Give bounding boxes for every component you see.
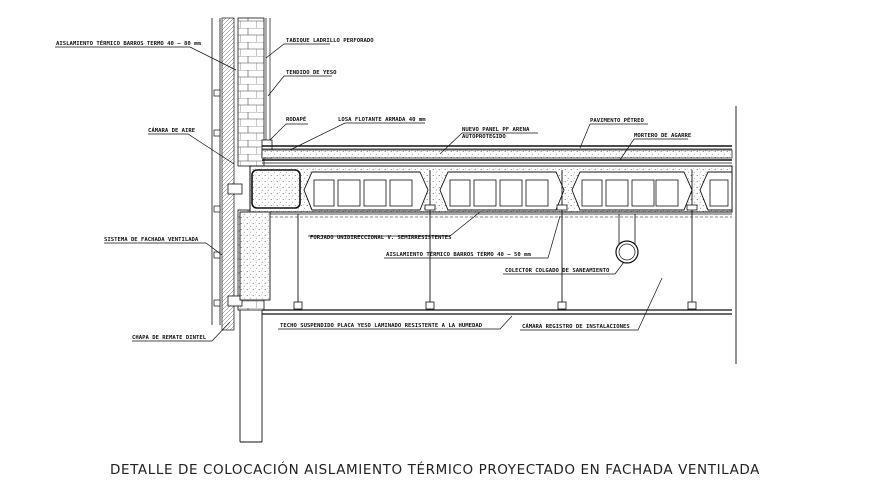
label-tabique: TABIQUE LADRILLO PERFORADO — [286, 38, 374, 44]
label-losa: LOSA FLOTANTE ARMADA 40 mm — [338, 117, 426, 123]
label-aislamiento-fachada: AISLAMIENTO TÉRMICO BARROS TERMO 40 – 80… — [56, 39, 201, 47]
label-aislamiento-forjado: AISLAMIENTO TÉRMICO BARROS TERMO 40 – 50… — [386, 250, 531, 258]
label-nuevo-panel-1: NUEVO PANEL PF ARENA — [462, 127, 530, 133]
label-mortero: MORTERO DE AGARRE — [634, 133, 691, 139]
hollow-blocks — [303, 171, 733, 211]
label-sistema-fachada: SISTEMA DE FACHADA VENTILADA — [104, 237, 199, 243]
label-forjado: FORJADO UNIDIRECCIONAL V. SEMIRRESISTENT… — [310, 235, 452, 241]
label-camara-registro: CÁMARA REGISTRO DE INSTALACIONES — [522, 323, 630, 330]
hanging-drain-pipe — [615, 214, 639, 264]
label-nuevo-panel-2: AUTOPROTEGIDO — [462, 134, 506, 140]
label-camara-aire: CÁMARA DE AIRE — [148, 127, 195, 134]
label-chapa: CHAPA DE REMATE DINTEL — [132, 335, 207, 341]
label-pavimento: PAVIMENTO PÉTREO — [590, 116, 645, 124]
floor-buildup — [261, 139, 733, 164]
under-slab-insulation — [270, 213, 732, 218]
labels: AISLAMIENTO TÉRMICO BARROS TERMO 40 – 80… — [56, 38, 691, 341]
label-tendido: TENDIDO DE YESO — [286, 70, 337, 76]
drawing-title: DETALLE DE COLOCACIÓN AISLAMIENTO TÉRMIC… — [110, 460, 760, 478]
leader-lines — [55, 43, 688, 342]
label-techo: TECHO SUSPENDIDO PLACA YESO LAMINADO RES… — [280, 323, 483, 329]
label-colector: COLECTOR COLGADO DE SANEAMIENTO — [505, 268, 610, 274]
label-rodape: RODAPÉ — [286, 115, 306, 123]
suspended-ceiling — [262, 170, 732, 315]
